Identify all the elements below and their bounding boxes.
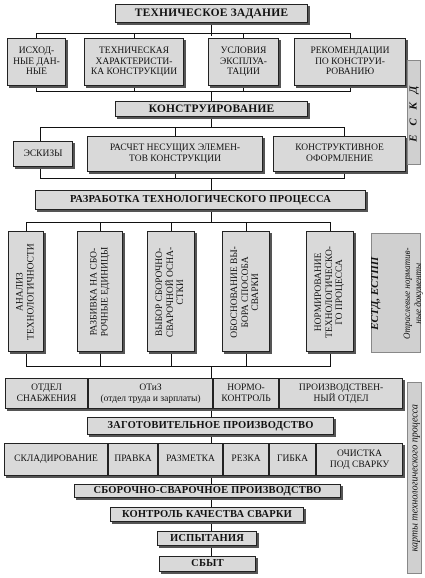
sales-box: СБЫТ xyxy=(159,556,256,572)
row3-box-process-rating: НОРМИРОВАНИЕ ТЕХНОЛОГИЧЕСКО- ГО ПРОЦЕССА xyxy=(306,231,354,352)
row2-box-structural-design: КОНСТРУКТИВНОЕ ОФОРМЛЕНИЕ xyxy=(273,136,406,172)
quality-box: КОНТРОЛЬ КАЧЕСТВА СВАРКИ xyxy=(110,507,304,522)
row5-box-storage: СКЛАДИРОВАНИЕ xyxy=(4,443,108,476)
row3-label-assembly-units: РАЗБИВКА НА СБО- РОЧНЫЕ ЕДИНИЦЫ xyxy=(89,246,110,337)
row3-label-process-rating: НОРМИРОВАНИЕ ТЕХНОЛОГИЧЕСКО- ГО ПРОЦЕССА xyxy=(314,245,346,338)
row2-box-load-calculation: РАСЧЕТ НЕСУЩИХ ЭЛЕМЕН- ТОВ КОНСТРУКЦИИ xyxy=(87,136,263,172)
side-label-estd-title: ЕСТД, ЕСТПП xyxy=(369,256,382,330)
row1-box-technical-characteristics: ТЕХНИЧЕСКАЯ ХАРАКТЕРИСТИ- КА КОНСТРУКЦИИ xyxy=(84,38,184,86)
side-panel-estd: ЕСТД, ЕСТПП Отраслевые норматив- ные док… xyxy=(369,233,423,353)
row4-box-labor-department: ОТиЗ (отдел труда и зарплаты) xyxy=(88,378,213,409)
row3-label-manufacturability: АНАЛИЗ ТЕХНОЛОГИЧНОСТИ xyxy=(15,243,36,340)
side-panel-eskd: Е С К Д xyxy=(407,60,421,165)
row5-box-bending: ГИБКА xyxy=(269,443,316,476)
row3-box-welding-method: ОБОСНОВАНИЕ ВЫ- БОРА СПОСОБА СВАРКИ xyxy=(222,231,270,352)
row1-box-initial-data: ИСХОД- НЫЕ ДАН- НЫЕ xyxy=(7,38,66,86)
assembly-box: СБОРОЧНО-СВАРОЧНОЕ ПРОИЗВОДСТВО xyxy=(74,484,341,498)
testing-box: ИСПЫТАНИЯ xyxy=(157,531,257,546)
row3-label-welding-method: ОБОСНОВАНИЕ ВЫ- БОРА СПОСОБА СВАРКИ xyxy=(230,245,262,338)
row3-box-fixture-selection: ВЫБОР СБОРОЧНО- СВАРОЧНОЙ ОСНА- СТКИ xyxy=(147,231,195,352)
side-panel-process-maps: карты технологического процесса xyxy=(407,382,422,574)
side-label-eskd: Е С К Д xyxy=(407,83,420,142)
row5-box-cleaning: ОЧИСТКА ПОД СВАРКУ xyxy=(316,443,403,476)
side-label-process-maps: карты технологического процесса xyxy=(408,404,420,552)
row3-box-manufacturability: АНАЛИЗ ТЕХНОЛОГИЧНОСТИ xyxy=(8,231,44,352)
title-box: ТЕХНИЧЕСКОЕ ЗАДАНИЕ xyxy=(115,4,308,23)
row3-label-fixture-selection: ВЫБОР СБОРОЧНО- СВАРОЧНОЙ ОСНА- СТКИ xyxy=(155,246,187,337)
row5-box-marking: РАЗМЕТКА xyxy=(158,443,223,476)
design-box: КОНСТРУИРОВАНИЕ xyxy=(115,101,308,117)
row4-box-supply-department: ОТДЕЛ СНАБЖЕНИЯ xyxy=(5,378,88,409)
side-label-estd: ЕСТД, ЕСТПП Отраслевые норматив- ные док… xyxy=(351,235,425,351)
side-label-estd-sub: Отраслевые норматив- ные документы xyxy=(402,247,423,339)
row1-box-operating-conditions: УСЛОВИЯ ЭКСПЛУА- ТАЦИИ xyxy=(208,38,279,86)
procurement-box: ЗАГОТОВИТЕЛЬНОЕ ПРОИЗВОДСТВО xyxy=(87,417,334,435)
row1-box-design-recommendations: РЕКОМЕНДАЦИИ ПО КОНСТРУИ- РОВАНИЮ xyxy=(294,38,406,86)
row4-box-production-department: ПРОИЗВОДСТВЕН- НЫЙ ОТДЕЛ xyxy=(279,378,403,409)
row5-box-straightening: ПРАВКА xyxy=(108,443,158,476)
process-box: РАЗРАБОТКА ТЕХНОЛОГИЧЕСКОГО ПРОЦЕССА xyxy=(35,190,366,210)
row5-box-cutting: РЕЗКА xyxy=(223,443,269,476)
row2-box-sketches: ЭСКИЗЫ xyxy=(13,141,73,167)
row4-box-norm-control: НОРМО- КОНТРОЛЬ xyxy=(213,378,279,409)
row3-box-assembly-units: РАЗБИВКА НА СБО- РОЧНЫЕ ЕДИНИЦЫ xyxy=(77,231,123,352)
